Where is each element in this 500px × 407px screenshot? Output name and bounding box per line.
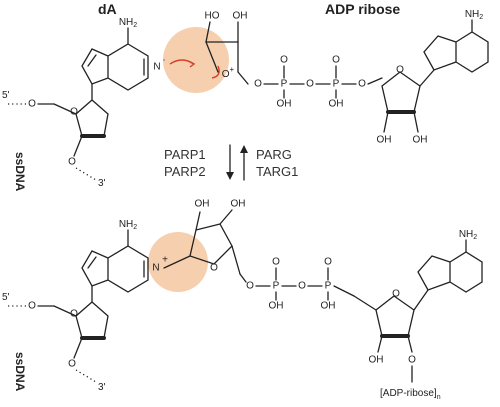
bottom-5-prime: 5' xyxy=(2,292,10,303)
top-ribose-o: O xyxy=(396,65,404,76)
top-ribose-oh1: OH xyxy=(377,135,392,146)
top-adenine-rings xyxy=(423,31,489,73)
bottom-p2: P xyxy=(325,281,332,292)
top-p1-o: O xyxy=(280,55,288,66)
bottom-p1-oh: OH xyxy=(269,301,284,312)
bottom-structure: NH2 N + O O 5' O 3' O OH OH O P O OH xyxy=(2,199,483,401)
adp-ribose-label: ADP ribose xyxy=(325,1,400,17)
top-p1: P xyxy=(281,79,288,90)
top-n1-text: N xyxy=(153,62,160,73)
top-o-plus-text: O+ xyxy=(222,65,235,80)
top-sugar-ring xyxy=(75,99,109,137)
top-adenosine-nh2: NH2 xyxy=(465,9,483,21)
bottom-adenosine-nh2: NH2 xyxy=(459,229,477,241)
bottom-ester-o: O xyxy=(246,281,254,292)
bottom-ribose2-oh: OH xyxy=(369,355,384,366)
bottom-ribose2-o-link: O xyxy=(408,355,416,366)
top-p2-ester-o: O xyxy=(358,79,366,90)
bottom-sugar-o: O xyxy=(70,309,78,320)
bottom-ribose2-o: O xyxy=(392,289,400,300)
top-p2-o: O xyxy=(332,55,340,66)
bottom-adenine-rings xyxy=(417,251,483,293)
bottom-ribose1-o: O xyxy=(210,263,218,274)
bottom-ribose2-ring xyxy=(375,295,415,337)
bottom-nh2-text: NH2 xyxy=(119,219,137,231)
top-ribose-oh2: OH xyxy=(413,135,428,146)
bottom-p1: P xyxy=(273,281,280,292)
top-5-o: O xyxy=(28,99,36,110)
bottom-plus-text: + xyxy=(162,255,168,266)
top-ssdna-label: ssDNA xyxy=(13,152,27,192)
top-ribose-ring xyxy=(381,71,421,113)
bottom-p2-o: O xyxy=(324,257,332,268)
enzyme-parp2: PARP2 xyxy=(164,164,206,179)
top-structure: NH2 N · O O 5' O 3' HO OH O+ O P xyxy=(2,9,489,189)
top-sugar-o: O xyxy=(70,107,78,118)
bottom-sugar-ring xyxy=(75,301,109,339)
bottom-n-text: N xyxy=(152,263,159,274)
bottom-ribose1-oh2: OH xyxy=(231,199,246,210)
top-p2-oh: OH xyxy=(329,99,344,110)
top-oh-text: OH xyxy=(233,11,248,22)
top-3-o: O xyxy=(68,157,76,168)
enzyme-targ1: TARG1 xyxy=(256,164,298,179)
bottom-da-purine-rings xyxy=(81,245,149,293)
top-nh2-text: NH2 xyxy=(119,17,137,29)
top-da-purine-rings xyxy=(81,43,149,91)
bottom-p2-oh: OH xyxy=(321,301,336,312)
enzyme-parg: PARG xyxy=(256,147,292,162)
bottom-ssdna-label: ssDNA xyxy=(13,352,27,392)
top-minus-sign: · xyxy=(162,55,165,66)
bottom-5-o: O xyxy=(28,301,36,312)
top-p2: P xyxy=(333,79,340,90)
top-p1-oh: OH xyxy=(277,99,292,110)
bottom-3-prime: 3' xyxy=(98,382,106,393)
top-5-prime: 5' xyxy=(2,90,10,101)
top-oxocarbenium-arrow xyxy=(211,65,220,79)
bottom-bridge-o: O xyxy=(298,281,306,292)
poly-chain-label: [ADP-ribose]n xyxy=(380,388,441,401)
top-bridge-o: O xyxy=(306,79,314,90)
bottom-p1-o: O xyxy=(272,257,280,268)
da-label: dA xyxy=(98,1,117,17)
top-ester-o: O xyxy=(254,79,262,90)
enzyme-parp1: PARP1 xyxy=(164,147,206,162)
bottom-ribose1-ring xyxy=(189,223,233,265)
top-3-prime: 3' xyxy=(98,178,106,189)
bottom-3-o: O xyxy=(68,359,76,370)
bottom-ribose1-oh1: OH xyxy=(195,199,210,210)
equilibrium: PARP1 PARP2 PARG TARG1 xyxy=(164,144,298,181)
top-highlight-circle xyxy=(163,27,229,93)
top-ho-text: HO xyxy=(205,11,220,22)
